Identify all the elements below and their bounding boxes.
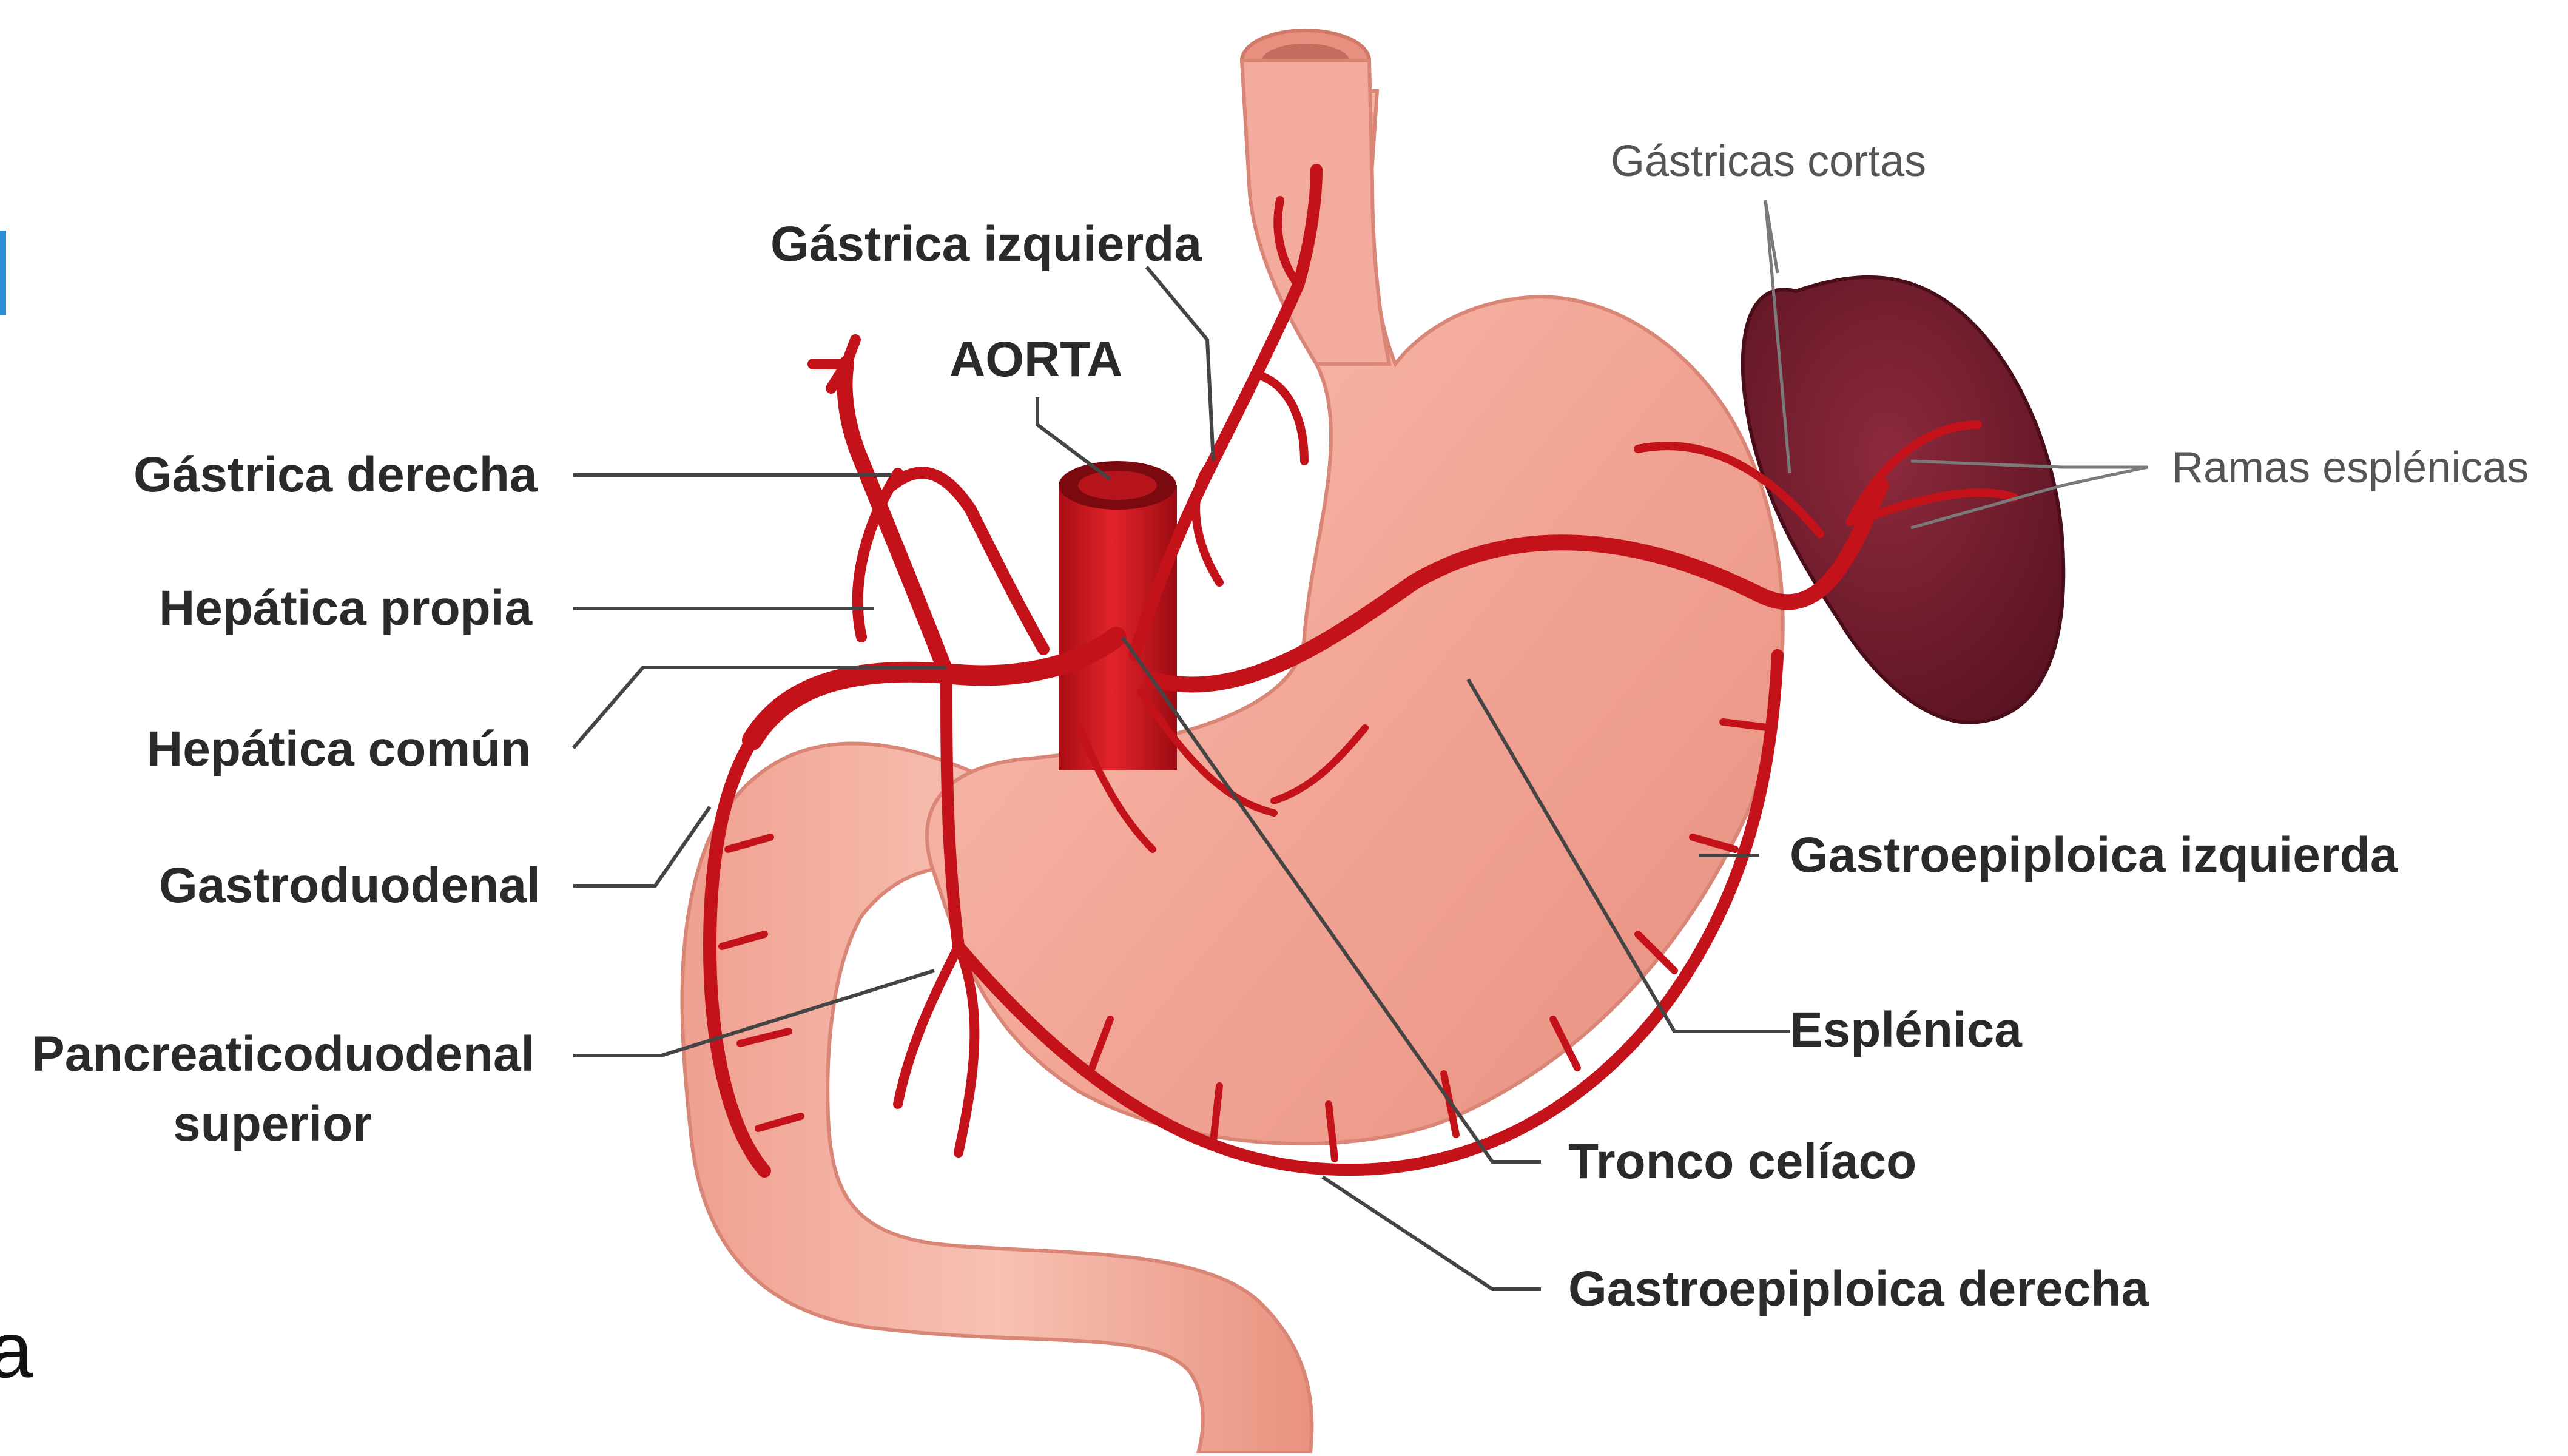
label-pancreaticoduodenal-line2: superior [173,1096,372,1151]
label-gastroduodenal: Gastroduodenal [159,858,541,913]
edge-fragment-text: a [0,1306,33,1394]
label-pancreaticoduodenal-line1: Pancreaticoduodenal [32,1026,534,1082]
label-aorta: AORTA [949,332,1122,387]
label-ramas-esplenicas: Ramas esplénicas [2172,443,2529,492]
label-hepatica-propia: Hepática propia [159,581,533,636]
label-esplenica: Esplénica [1790,1002,2023,1057]
accent-bar [0,231,6,315]
label-hepatica-comun: Hepática común [147,721,531,777]
label-gastroepiploica-derecha: Gastroepiploica derecha [1568,1261,2149,1316]
label-gastroepiploica-izquierda: Gastroepiploica izquierda [1790,827,2399,883]
label-tronco-celiaco: Tronco celíaco [1568,1134,1916,1189]
label-gastrica-izquierda: Gástrica izquierda [770,217,1202,272]
label-gastricas-cortas: Gástricas cortas [1611,137,1926,186]
label-gastrica-derecha: Gástrica derecha [133,447,538,502]
